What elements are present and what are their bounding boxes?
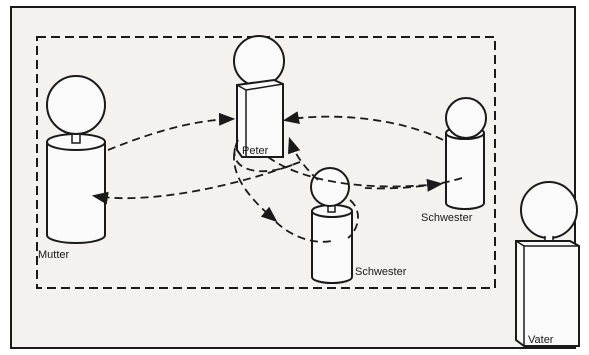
figure-mutter [47,76,105,243]
arrow-peter-to-schwester-right [268,157,440,186]
figure-schwester-middle [311,168,352,283]
label-schwester-middle: Schwester [355,266,406,278]
figure-peter [234,36,284,157]
label-schwester-right: Schwester [421,212,472,224]
figure-vater [516,182,579,346]
arrow-schwester-right-to-peter [286,117,443,140]
arrow-peter-to-mutter [95,162,300,198]
label-peter: Peter [242,145,268,157]
arrow-mutter-to-peter [108,119,232,150]
figure-schwester-right [446,98,486,209]
label-vater: Vater [528,334,553,346]
label-mutter: Mutter [38,249,69,261]
